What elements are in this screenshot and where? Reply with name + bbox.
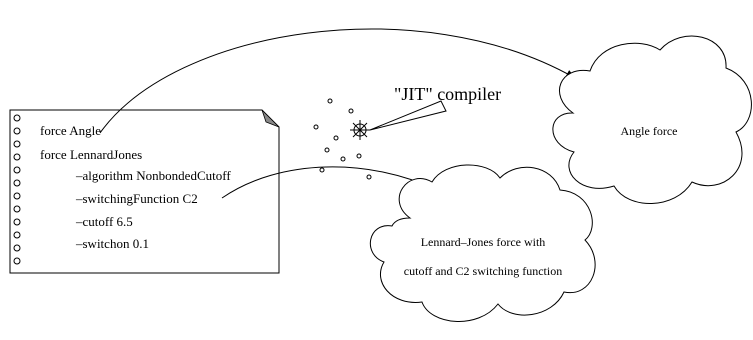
arrow-lennard-jones: [221, 166, 438, 199]
binder-hole: [13, 140, 21, 148]
dot: [324, 147, 330, 153]
note-dog-ear: [261, 109, 280, 128]
cloud-shape: [552, 35, 752, 204]
binder-hole: [13, 166, 21, 174]
dot: [327, 98, 333, 104]
binder-hole: [13, 231, 21, 239]
jit-compiler: "JIT" compiler: [313, 84, 501, 180]
cloud-shape: [369, 164, 596, 322]
binder-hole: [13, 218, 21, 226]
note-page: [9, 109, 280, 274]
binder-hole: [13, 257, 21, 265]
note-line: –switchingFunction C2: [75, 191, 198, 206]
binder-hole: [13, 192, 21, 200]
binder-hole: [13, 244, 21, 252]
note-binder-holes: [13, 114, 21, 265]
compiler-wedge: [369, 100, 447, 131]
dot: [333, 135, 339, 141]
angle-force-cloud: Angle force: [552, 35, 752, 204]
arrow-angle: [99, 28, 576, 134]
note-line: force Angle: [40, 123, 101, 138]
dot: [348, 108, 354, 114]
binder-hole: [13, 179, 21, 187]
dot: [313, 124, 319, 130]
note-line: –algorithm NonbondedCutoff: [75, 168, 231, 183]
dot: [366, 174, 372, 180]
dot: [319, 167, 325, 173]
note-line: force LennardJones: [40, 147, 142, 162]
lj-cloud-label: Lennard–Jones force with: [421, 235, 546, 249]
binder-hole: [13, 153, 21, 161]
compiler-spark-icon: [350, 120, 370, 140]
binder-hole: [13, 114, 21, 122]
config-note: force Angle force LennardJones –algorith…: [9, 109, 280, 274]
compiler-label: "JIT" compiler: [394, 84, 501, 104]
lj-force-cloud: Lennard–Jones force with cutoff and C2 s…: [369, 164, 596, 322]
note-line: –cutoff 6.5: [75, 214, 133, 229]
dot: [356, 153, 362, 159]
binder-hole: [13, 205, 21, 213]
dot: [340, 156, 346, 162]
binder-hole: [13, 127, 21, 135]
note-line: –switchon 0.1: [75, 236, 149, 251]
angle-cloud-label: Angle force: [621, 124, 678, 138]
compiler-dots: [313, 98, 372, 180]
lj-cloud-label: cutoff and C2 switching function: [404, 264, 562, 278]
